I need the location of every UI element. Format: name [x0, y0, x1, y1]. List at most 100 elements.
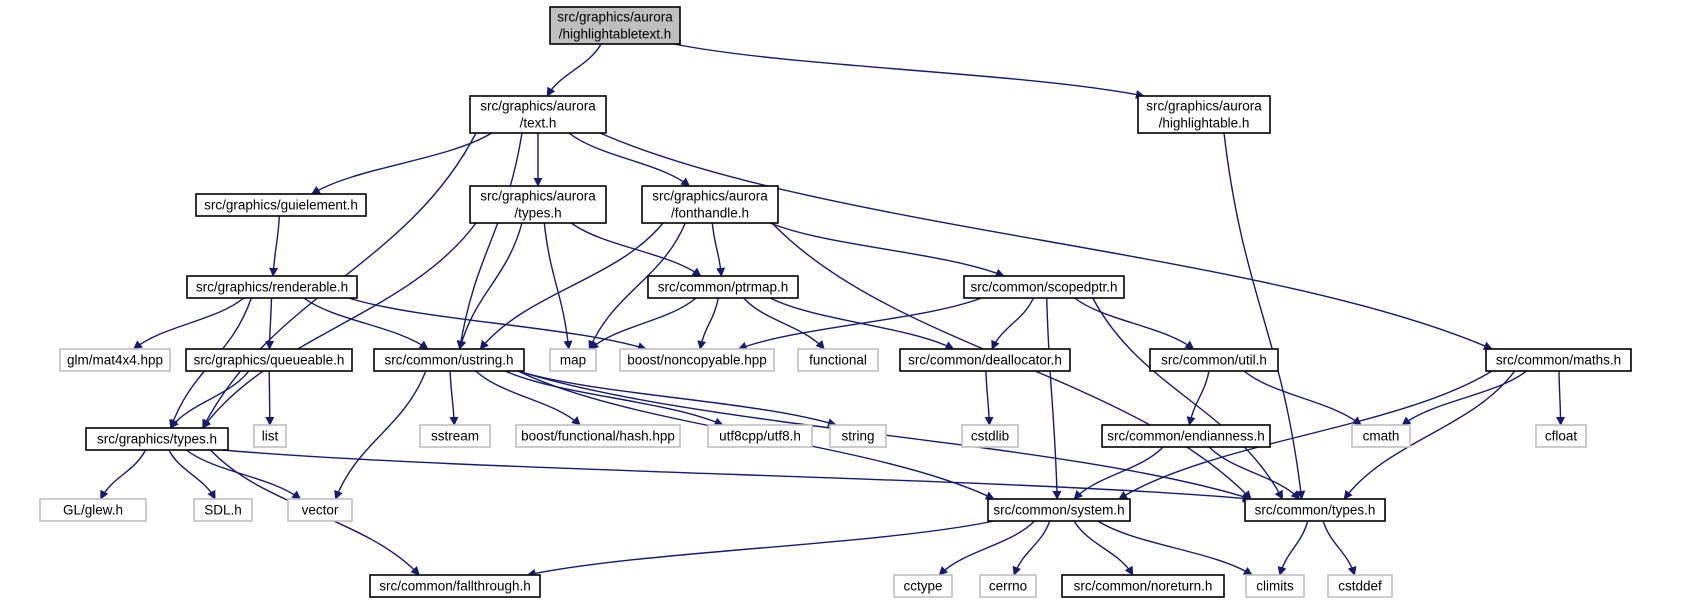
edge-path	[334, 370, 427, 500]
edge-scopedptr-to-util	[1074, 297, 1195, 350]
node-noreturn[interactable]: src/common/noreturn.h	[1061, 574, 1225, 598]
node-box	[1535, 424, 1587, 448]
node-vector: vector	[287, 498, 353, 522]
edge-path	[1243, 370, 1362, 426]
node-label: functional	[809, 353, 867, 368]
node-label: src/common/fallthrough.h	[379, 579, 531, 594]
edge-scopedptr-to-system	[1046, 297, 1062, 500]
edge-graphicstypes-to-sdl	[168, 449, 216, 500]
node-box	[1137, 95, 1271, 134]
edge-ustring-to-string	[517, 370, 837, 427]
node-label: src/graphics/queueable.h	[194, 353, 345, 368]
node-guielement[interactable]: src/graphics/guielement.h	[195, 193, 367, 217]
node-box	[1244, 498, 1386, 522]
node-label: cfloat	[1545, 429, 1578, 444]
edge-util-to-endianness	[1186, 370, 1210, 426]
node-label: src/graphics/renderable.h	[196, 280, 348, 295]
node-endianness[interactable]: src/common/endianness.h	[1101, 424, 1271, 448]
node-auroratypes[interactable]: src/graphics/aurora/types.h	[469, 185, 607, 224]
edge-path	[711, 222, 726, 277]
node-box	[893, 574, 953, 598]
edge-maths-to-system	[1118, 370, 1493, 500]
node-box	[899, 348, 1071, 372]
edge-path	[1097, 520, 1253, 576]
node-box	[647, 275, 799, 299]
node-maths[interactable]: src/common/maths.h	[1485, 348, 1632, 372]
node-box	[979, 574, 1037, 598]
edge-path	[991, 297, 1035, 350]
edge-ustring-to-sstream	[449, 370, 459, 426]
node-graphicstypes[interactable]: src/graphics/types.h	[85, 427, 229, 451]
node-fonthandle[interactable]: src/graphics/aurora/fonthandle.h	[641, 185, 779, 224]
node-box	[1485, 348, 1632, 372]
edge-highlightable-to-commontypes	[1223, 132, 1306, 500]
node-ustring[interactable]: src/common/ustring.h	[373, 348, 525, 372]
node-cfloat: cfloat	[1535, 424, 1587, 448]
node-label: cerrno	[989, 579, 1027, 594]
node-box	[1101, 424, 1271, 448]
edge-path	[311, 132, 493, 195]
node-ptrmap[interactable]: src/common/ptrmap.h	[647, 275, 799, 299]
edge-path	[265, 370, 275, 426]
node-label: vector	[302, 503, 339, 518]
edge-path	[1074, 297, 1195, 350]
edge-system-to-cctype	[938, 520, 1035, 576]
edge-auroratypes-to-map	[543, 222, 573, 350]
node-box	[1327, 574, 1393, 598]
edge-path	[504, 370, 724, 426]
node-box	[641, 185, 779, 224]
node-box	[253, 424, 287, 448]
edge-path	[479, 222, 664, 350]
node-system[interactable]: src/common/system.h	[987, 498, 1131, 522]
node-util[interactable]: src/common/util.h	[1149, 348, 1279, 372]
edge-path	[543, 222, 573, 350]
edge-path	[456, 132, 523, 350]
edge-path	[449, 370, 459, 426]
node-box	[469, 185, 607, 224]
edge-path	[100, 449, 147, 500]
edge-scopedptr-to-noncopyable	[737, 297, 982, 351]
edge-path	[348, 297, 647, 351]
edge-path	[743, 297, 825, 350]
node-list: list	[253, 424, 287, 448]
node-commontypes[interactable]: src/common/types.h	[1244, 498, 1386, 522]
node-highlightable[interactable]: src/graphics/aurora/highlightable.h	[1137, 95, 1271, 134]
node-box	[186, 275, 358, 299]
node-label: boost/noncopyable.hpp	[627, 353, 767, 368]
edge-path	[599, 132, 1493, 350]
node-deallocator[interactable]: src/common/deallocator.h	[899, 348, 1071, 372]
node-label: climits	[1256, 579, 1294, 594]
node-label: src/common/system.h	[993, 503, 1124, 518]
edge-path	[265, 297, 275, 350]
node-label: src/common/noreturn.h	[1074, 579, 1213, 594]
node-box	[59, 348, 171, 372]
edge-auroratypes-to-ustring	[457, 222, 523, 350]
edge-maths-to-cfloat	[1556, 370, 1566, 426]
node-label: cctype	[903, 579, 942, 594]
node-label: /text.h	[520, 116, 557, 131]
node-fallthrough[interactable]: src/common/fallthrough.h	[369, 574, 541, 598]
edge-path	[589, 297, 697, 350]
node-renderable[interactable]: src/graphics/renderable.h	[186, 275, 358, 299]
node-label: GL/glew.h	[63, 503, 123, 518]
node-box	[469, 95, 607, 134]
node-label: list	[262, 429, 279, 444]
node-label: cmath	[1363, 429, 1400, 444]
node-label: src/graphics/aurora	[557, 10, 673, 25]
node-text[interactable]: src/graphics/aurora/text.h	[469, 95, 607, 134]
node-scopedptr[interactable]: src/common/scopedptr.h	[963, 275, 1125, 299]
node-string: string	[829, 424, 887, 448]
node-highlightabletext[interactable]: src/graphics/aurora/highlightabletext.h	[549, 6, 681, 45]
node-box	[515, 424, 681, 448]
node-sstream: sstream	[419, 424, 491, 448]
edge-path	[202, 222, 477, 429]
node-queueable[interactable]: src/graphics/queueable.h	[185, 348, 353, 372]
node-label: sstream	[431, 429, 479, 444]
edge-path	[568, 132, 691, 187]
edge-commontypes-to-cstddef	[1322, 520, 1357, 576]
node-box	[707, 424, 813, 448]
edge-highlightabletext-to-highlightable	[673, 43, 1145, 99]
edge-ustring-to-utf8	[504, 370, 724, 426]
edge-ustring-to-hash	[475, 370, 581, 426]
node-label: map	[560, 353, 586, 368]
